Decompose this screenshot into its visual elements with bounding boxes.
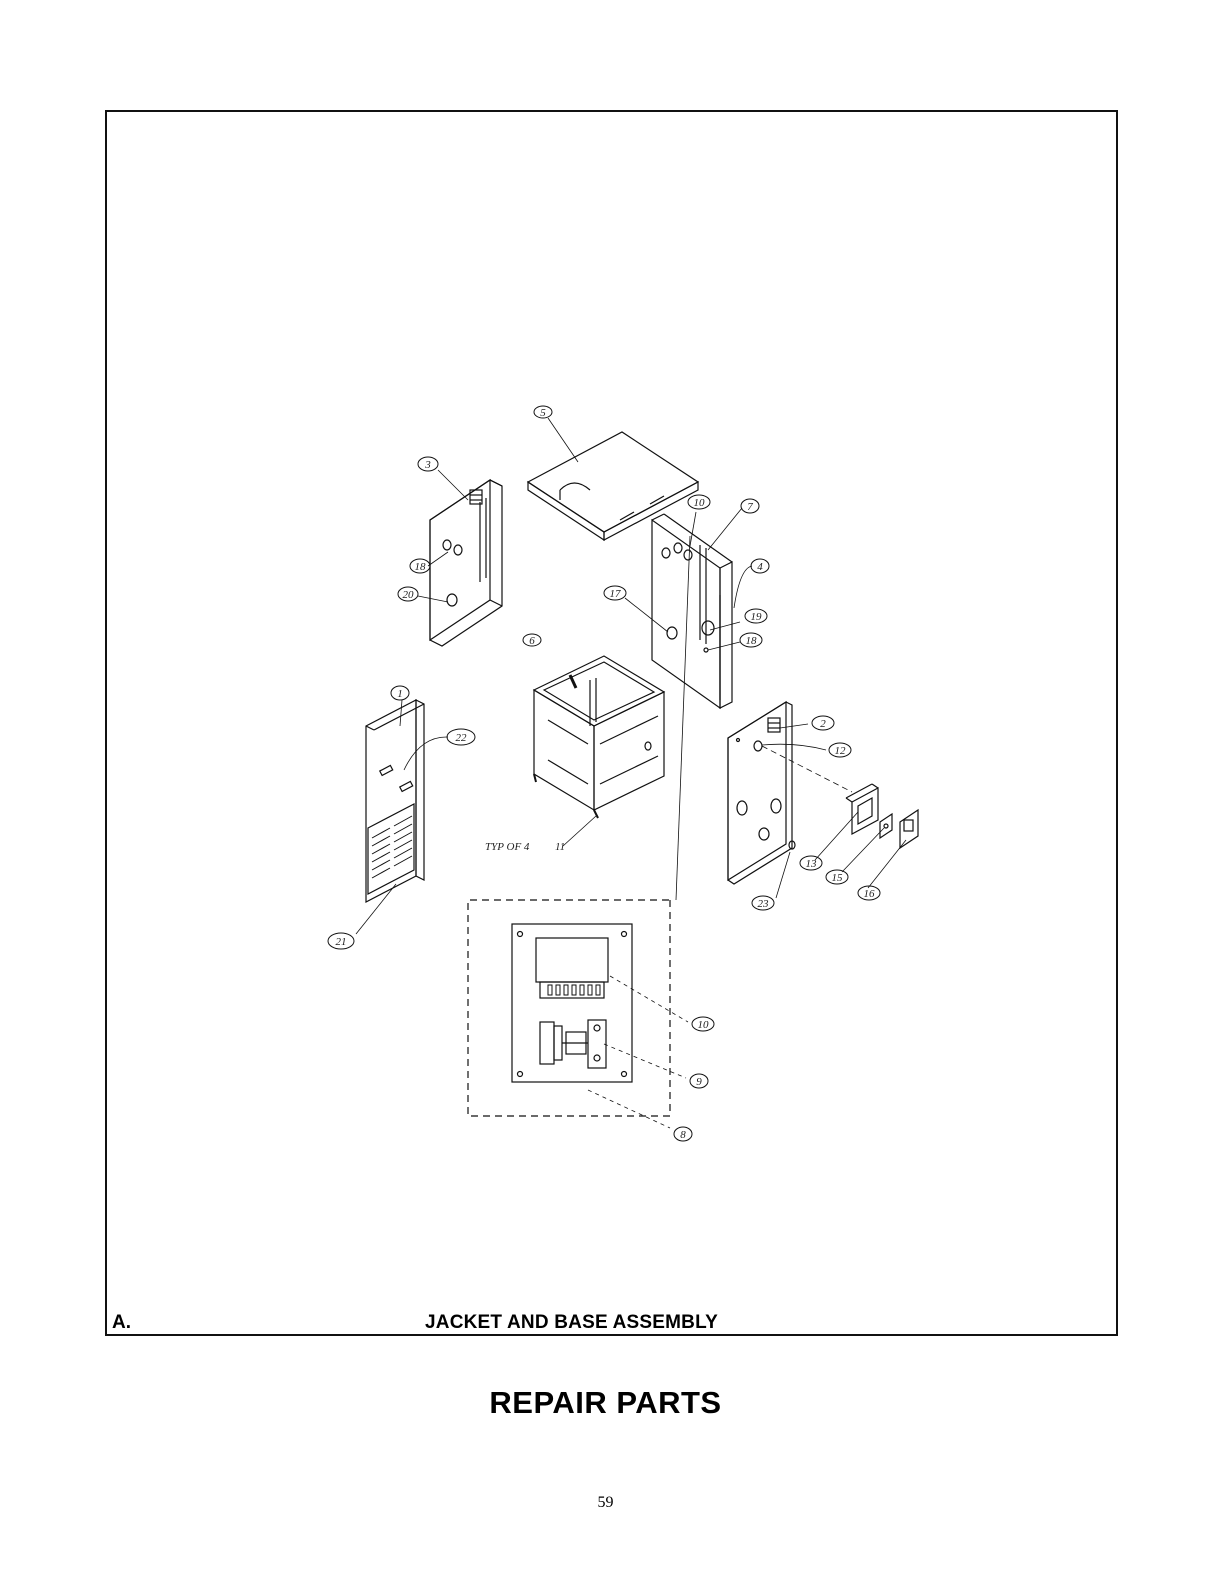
callout-5: 5 (540, 407, 546, 419)
base-frame (534, 656, 664, 818)
callout-16: 16 (864, 888, 876, 900)
callout-19: 19 (751, 611, 763, 623)
front-door (366, 700, 424, 902)
callout-13: 13 (806, 858, 818, 870)
control-panel-detail (468, 900, 670, 1116)
callout-22: 22 (456, 732, 468, 744)
callout-4: 4 (757, 561, 763, 573)
callout-8: 8 (680, 1129, 686, 1141)
callout-3: 3 (424, 459, 431, 471)
typ-of-4-note: TYP OF 4 (485, 841, 530, 853)
callout-7: 7 (747, 501, 753, 513)
left-side-panel (430, 480, 502, 646)
callout-21: 21 (336, 936, 347, 948)
junction-cover (900, 810, 918, 848)
junction-box (846, 784, 878, 834)
callout-12: 12 (835, 745, 847, 757)
callout-18-right: 18 (746, 635, 758, 647)
section-letter: A. (112, 1312, 131, 1334)
callout-20: 20 (403, 589, 415, 601)
top-panel (528, 432, 698, 540)
junction-plate (880, 814, 892, 838)
callout-1: 1 (397, 688, 403, 700)
callout-15: 15 (832, 872, 844, 884)
page-number: 59 (0, 1494, 1211, 1512)
rear-panel (728, 702, 795, 884)
callout-10-bottom: 10 (698, 1019, 710, 1031)
right-side-panel (652, 514, 732, 708)
section-title: JACKET AND BASE ASSEMBLY (425, 1312, 718, 1334)
callout-6: 6 (529, 635, 535, 647)
callout-11: 11 (555, 841, 565, 853)
callout-9: 9 (696, 1076, 702, 1088)
callout-23: 23 (758, 898, 770, 910)
callout-18-left: 18 (415, 561, 427, 573)
page-title: REPAIR PARTS (0, 1385, 1211, 1421)
callout-10-top: 10 (694, 497, 706, 509)
callout-17: 17 (610, 588, 622, 600)
callout-2: 2 (820, 718, 826, 730)
